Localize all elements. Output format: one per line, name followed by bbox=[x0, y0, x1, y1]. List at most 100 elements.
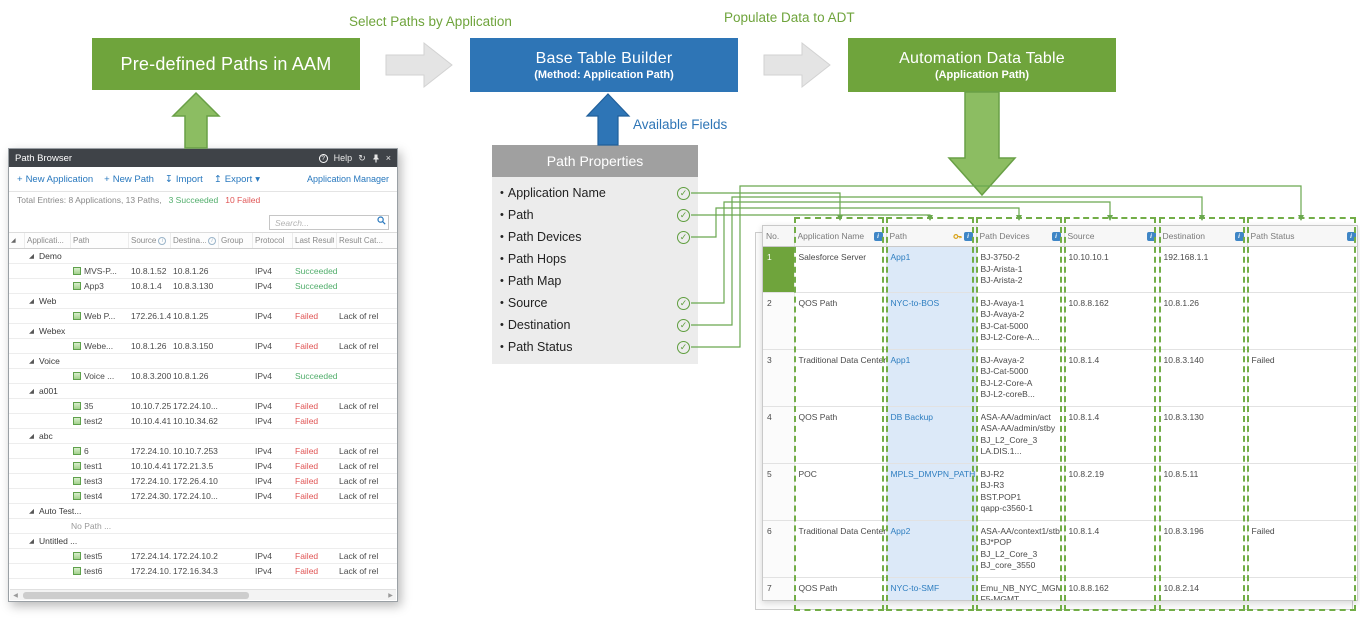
export-button[interactable]: ↥Export▾ bbox=[214, 174, 260, 185]
refresh-icon[interactable]: ↻ bbox=[358, 152, 366, 163]
application-group-row[interactable]: ◢Web bbox=[9, 294, 397, 309]
path-cell[interactable]: App2 bbox=[886, 520, 977, 578]
expand-icon[interactable]: ◢ bbox=[29, 328, 34, 335]
column-header-protocol[interactable]: Protocol bbox=[253, 233, 293, 248]
path-cell[interactable]: 35 bbox=[71, 401, 129, 411]
scroll-right-icon[interactable]: ▶ bbox=[388, 592, 393, 599]
search-input[interactable] bbox=[269, 215, 389, 230]
path-cell[interactable]: test1 bbox=[71, 461, 129, 471]
column-header-group[interactable]: Group bbox=[219, 233, 253, 248]
expand-icon[interactable]: ◢ bbox=[29, 388, 34, 395]
path-cell[interactable]: App3 bbox=[71, 281, 129, 291]
path-cell[interactable]: test6 bbox=[71, 566, 129, 576]
expand-icon[interactable]: ◢ bbox=[29, 253, 34, 260]
application-group-row[interactable]: ◢Demo bbox=[9, 249, 397, 264]
path-row[interactable]: 3510.10.7.253172.24.10...IPv4FailedLack … bbox=[9, 399, 397, 414]
expand-icon[interactable]: ◢ bbox=[29, 508, 34, 515]
close-icon[interactable]: × bbox=[385, 153, 391, 163]
path-link[interactable]: App2 bbox=[890, 525, 911, 536]
path-link[interactable]: App1 bbox=[890, 252, 911, 262]
collapse-all-icon[interactable]: ◢ bbox=[9, 233, 25, 248]
path-link[interactable]: NYC-to-SMF bbox=[890, 582, 940, 593]
path-link[interactable]: DB Backup bbox=[890, 411, 934, 422]
application-group-row[interactable]: ◢Voice bbox=[9, 354, 397, 369]
info-icon[interactable]: i bbox=[873, 231, 883, 241]
path-cell[interactable]: 6 bbox=[71, 446, 129, 456]
path-cell[interactable]: test4 bbox=[71, 491, 129, 501]
info-icon[interactable]: i bbox=[963, 231, 973, 241]
path-row[interactable]: test4172.24.30.5172.24.10...IPv4FailedLa… bbox=[9, 489, 397, 504]
expand-icon[interactable]: ◢ bbox=[29, 538, 34, 545]
path-cell[interactable]: Voice ... bbox=[71, 371, 129, 381]
column-header-path[interactable]: Path bbox=[71, 233, 129, 248]
expand-icon[interactable]: ◢ bbox=[29, 433, 34, 440]
column-header-last-result[interactable]: Last Result bbox=[293, 233, 337, 248]
path-cell[interactable]: App1 bbox=[886, 246, 977, 293]
path-link[interactable]: NYC-to-BOS bbox=[890, 297, 940, 308]
column-header-destination[interactable]: Destina...i bbox=[171, 233, 219, 248]
import-button[interactable]: ↧Import bbox=[165, 174, 203, 185]
path-row[interactable]: Web P...172.26.1.4210.8.1.25IPv4FailedLa… bbox=[9, 309, 397, 324]
search-icon[interactable] bbox=[377, 215, 386, 225]
path-property-item[interactable]: •Application Name✓ bbox=[492, 182, 698, 204]
path-cell[interactable]: MVS-P... bbox=[71, 266, 129, 276]
expand-icon[interactable]: ◢ bbox=[29, 298, 34, 305]
new-application-button[interactable]: +New Application bbox=[17, 174, 93, 185]
path-property-item[interactable]: •Source✓ bbox=[492, 292, 698, 314]
scrollbar-track[interactable] bbox=[21, 590, 385, 600]
path-link[interactable]: App1 bbox=[890, 354, 911, 365]
help-label[interactable]: Help bbox=[333, 153, 353, 163]
pin-icon[interactable] bbox=[372, 154, 380, 163]
application-group-row[interactable]: ◢abc bbox=[9, 429, 397, 444]
path-cell[interactable]: DB Backup bbox=[886, 406, 977, 464]
path-property-item[interactable]: •Path Status✓ bbox=[492, 336, 698, 358]
help-icon[interactable]: ? bbox=[318, 153, 328, 163]
application-group-row[interactable]: ◢Untitled ... bbox=[9, 534, 397, 549]
path-row[interactable]: test3172.24.10.2172.26.4.10IPv4FailedLac… bbox=[9, 474, 397, 489]
scroll-left-icon[interactable]: ◀ bbox=[13, 592, 18, 599]
path-link[interactable]: MPLS_DMVPN_PATH bbox=[890, 468, 976, 479]
path-cell[interactable]: MPLS_DMVPN_PATH bbox=[886, 463, 977, 521]
path-cell[interactable]: test3 bbox=[71, 476, 129, 486]
info-icon[interactable]: i bbox=[1051, 231, 1061, 241]
column-no[interactable]: No. bbox=[763, 226, 795, 247]
info-icon[interactable]: i bbox=[1346, 231, 1356, 241]
path-browser-titlebar[interactable]: Path Browser ? Help ↻ × bbox=[9, 149, 397, 167]
path-cell[interactable]: test5 bbox=[71, 551, 129, 561]
path-property-item[interactable]: •Path Map bbox=[492, 270, 698, 292]
expand-icon[interactable]: ◢ bbox=[29, 358, 34, 365]
path-property-item[interactable]: •Path✓ bbox=[492, 204, 698, 226]
path-cell[interactable]: NYC-to-SMF bbox=[886, 577, 977, 600]
application-group-row[interactable]: ◢Webex bbox=[9, 324, 397, 339]
new-path-button[interactable]: +New Path bbox=[104, 174, 154, 185]
path-cell[interactable]: Web P... bbox=[71, 311, 129, 321]
column-header-application[interactable]: Applicati... bbox=[25, 233, 71, 248]
path-cell[interactable]: Webe... bbox=[71, 341, 129, 351]
path-cell[interactable]: test2 bbox=[71, 416, 129, 426]
scrollbar-thumb[interactable] bbox=[23, 592, 249, 599]
path-property-item[interactable]: •Path Hops bbox=[492, 248, 698, 270]
column-header-result-category[interactable]: Result Cat... bbox=[337, 233, 397, 248]
path-cell[interactable]: NYC-to-BOS bbox=[886, 292, 977, 350]
path-cell[interactable]: App1 bbox=[886, 349, 977, 407]
application-manager-link[interactable]: Application Manager bbox=[306, 174, 389, 184]
horizontal-scrollbar[interactable]: ◀ ▶ bbox=[10, 589, 396, 600]
